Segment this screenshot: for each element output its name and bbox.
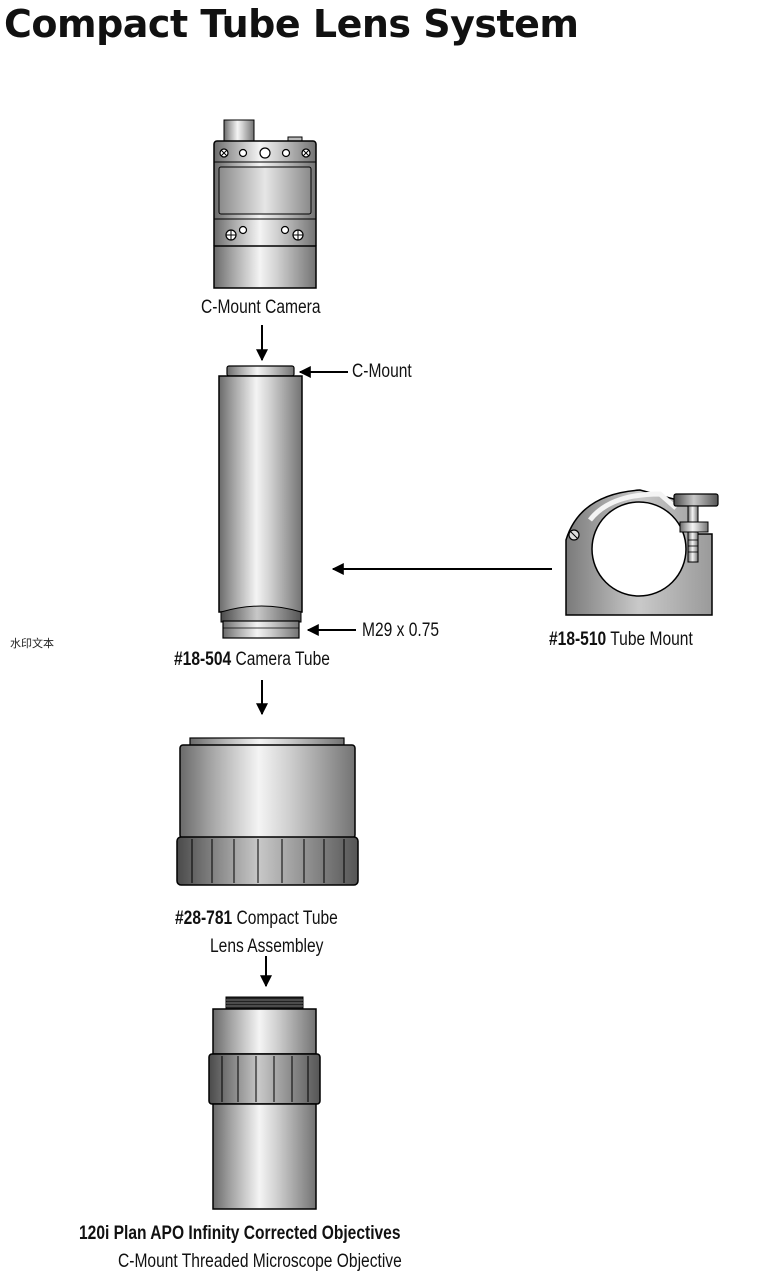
compact-tube-lens [176, 737, 359, 886]
c-mount-label: C-Mount [352, 361, 412, 382]
lens-part-number: #28-781 [175, 908, 233, 929]
lens-label-line2: Lens Assembley [210, 936, 324, 957]
watermark-text: 水印文本 [10, 637, 54, 650]
objective-title: 120i Plan APO Infinity Corrected Objecti… [79, 1223, 401, 1245]
camera-label: C-Mount Camera [201, 297, 321, 318]
tube-mount-name: Tube Mount [610, 629, 693, 650]
camera-tube [218, 365, 303, 639]
tube-mount-part-number: #18-510 [549, 629, 607, 650]
camera-tube-name: Camera Tube [235, 649, 330, 670]
c-mount-camera [213, 119, 317, 289]
camera-tube-label: #18-504 Camera Tube [174, 649, 330, 671]
camera-tube-part-number: #18-504 [174, 649, 232, 670]
lens-label-line1: #28-781 Compact Tube [175, 908, 338, 930]
tube-mount-label: #18-510 Tube Mount [549, 629, 693, 651]
microscope-objective [208, 996, 321, 1210]
tube-mount [565, 489, 719, 616]
objective-title-text: 120i Plan APO Infinity Corrected Objecti… [79, 1223, 401, 1244]
objective-subtitle: C-Mount Threaded Microscope Objective [118, 1251, 402, 1272]
page-title: Compact Tube Lens System [4, 2, 579, 46]
lens-name: Compact Tube [236, 908, 338, 929]
thread-label: M29 x 0.75 [362, 620, 440, 641]
